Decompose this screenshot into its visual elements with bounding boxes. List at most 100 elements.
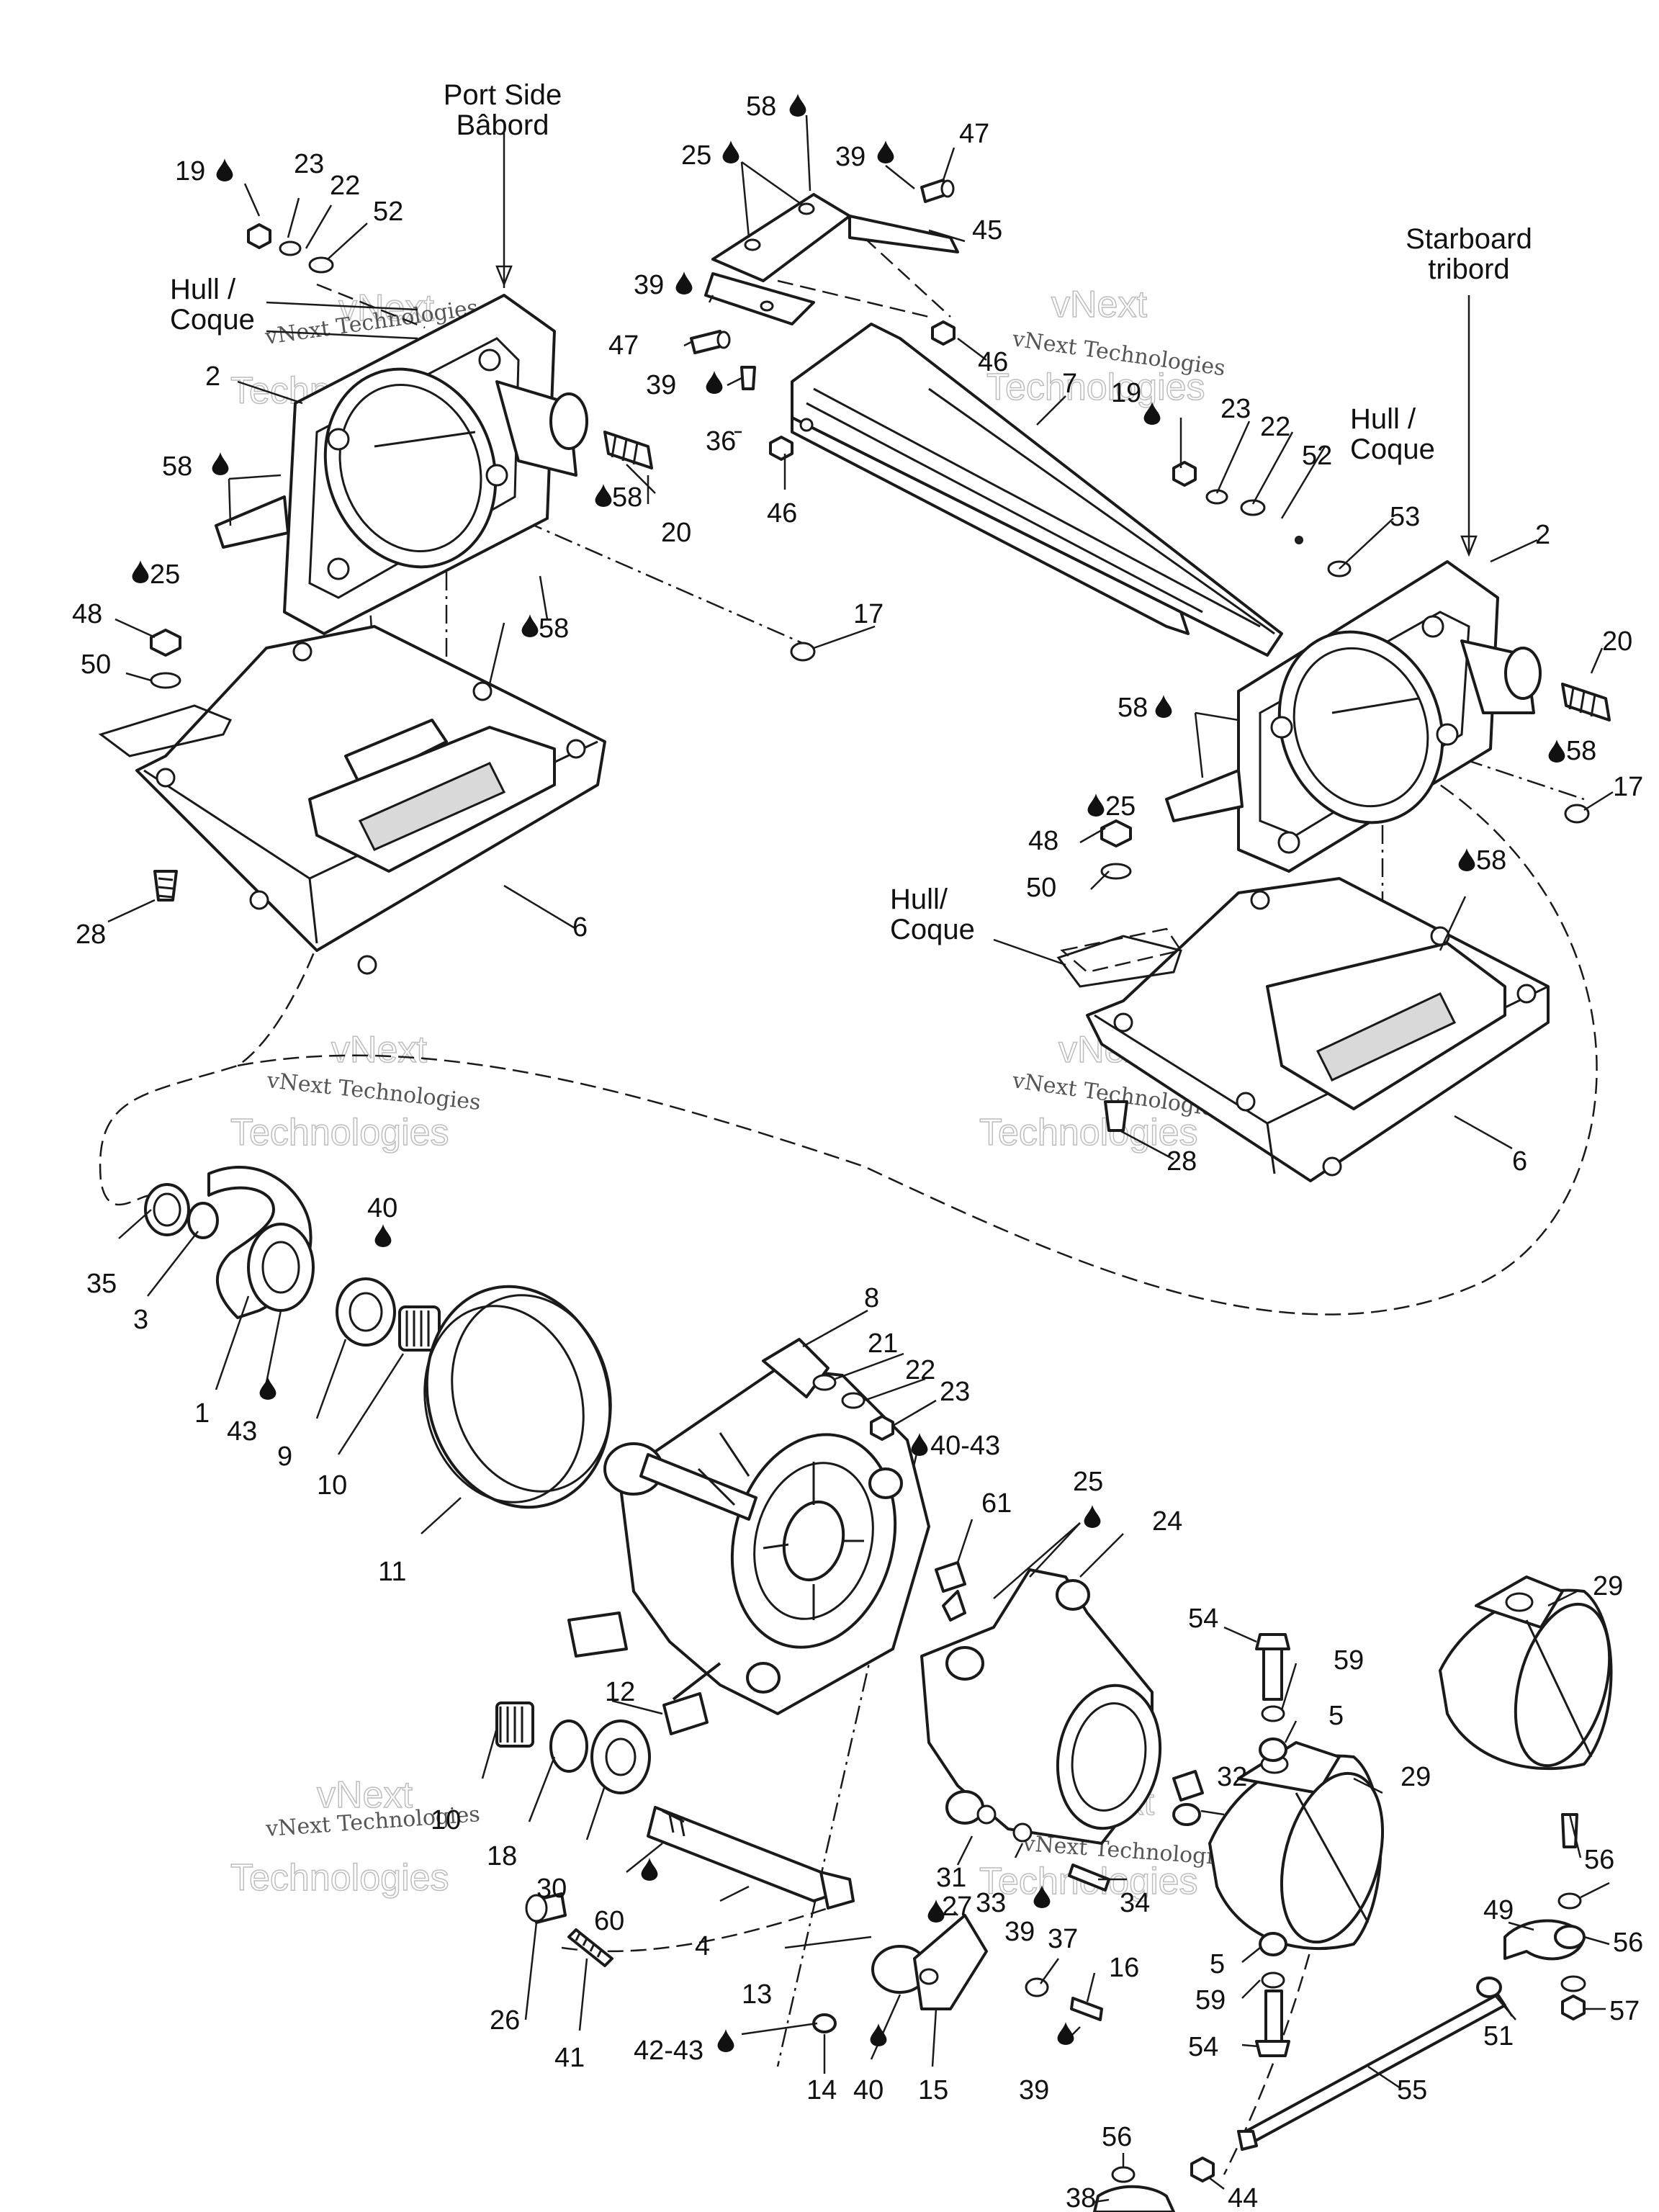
part-label: 22 [330, 171, 360, 201]
port-fasteners [150, 223, 816, 902]
part-label: 40 [853, 2075, 884, 2105]
coque-note: Coque [1350, 433, 1435, 465]
coque-note: Coque [170, 304, 255, 336]
part-label: 49 [1483, 1895, 1514, 1925]
part-label: 48 [72, 599, 102, 629]
part-label: 50 [1026, 873, 1056, 903]
part-label: 58 [1566, 736, 1596, 766]
part-labels: 19 23 22 52 2 58 58 20 25 48 50 58 28 6 … [72, 91, 1643, 2212]
part-label: 29 [1593, 1571, 1623, 1601]
part-label: 47 [959, 119, 989, 149]
part-label: 58 [612, 482, 642, 513]
part-label: 59 [1334, 1645, 1364, 1676]
part-label: 44 [1228, 2183, 1258, 2212]
part-label: 58 [1476, 845, 1506, 876]
part-label: 6 [572, 912, 588, 943]
part-label: 45 [972, 215, 1002, 246]
part-label: 39 [646, 370, 676, 400]
part-label: 23 [940, 1377, 970, 1407]
part-label: 39 [1019, 2075, 1049, 2105]
part-label: 35 [86, 1269, 117, 1299]
part-label: 51 [1483, 2021, 1514, 2051]
part-label: 17 [853, 599, 884, 629]
part-label: 11 [378, 1557, 406, 1587]
part-label: 58 [162, 451, 192, 482]
part-label: 42-43 [634, 2036, 703, 2066]
port-side-note: Port Side [444, 79, 562, 111]
part-label: 25 [150, 559, 180, 590]
part-label: 46 [767, 498, 797, 529]
part-label: 56 [1613, 1928, 1643, 1958]
part-label: 25 [1073, 1467, 1103, 1497]
part-label: 6 [1512, 1146, 1527, 1177]
part-label: 17 [1613, 772, 1643, 802]
venturi-nozzle [920, 1561, 1162, 1892]
part-label: 18 [487, 1841, 517, 1871]
part-label: 16 [1109, 1953, 1139, 1983]
part-label: 58 [539, 613, 569, 644]
watermark-outline: vNext [1051, 284, 1147, 325]
part-label: 43 [227, 1416, 257, 1447]
part-label: 46 [978, 347, 1008, 377]
steering-nozzle-rear [1439, 1575, 1613, 1848]
hull-note: Hull / [1350, 403, 1416, 435]
hull-note: Hull / [170, 274, 236, 305]
part-label: 26 [490, 2005, 520, 2036]
part-label: 53 [1390, 502, 1420, 532]
part-label: 40 [367, 1193, 397, 1223]
part-label: 38 [1066, 2183, 1096, 2212]
part-label: 14 [806, 2075, 837, 2105]
part-label: 58 [1118, 693, 1148, 723]
part-label: 61 [981, 1488, 1012, 1519]
steering-nozzle-front [1172, 1741, 1385, 1951]
watermark-outline: Technologies [979, 1112, 1198, 1154]
part-label: 56 [1584, 1845, 1614, 1875]
part-label: 29 [1401, 1762, 1431, 1792]
part-label: 33 [976, 1888, 1006, 1918]
part-label: 28 [1166, 1146, 1197, 1177]
watermark-outline: Technologies [986, 367, 1205, 408]
babord-note: Bâbord [457, 109, 549, 141]
part-label: 4 [695, 1931, 710, 1961]
part-label: 58 [746, 91, 776, 122]
part-label: 40-43 [930, 1431, 1000, 1461]
part-label: 37 [1048, 1924, 1078, 1954]
starboard-fasteners [1060, 461, 1611, 1132]
part-label: 22 [905, 1355, 935, 1385]
pump-small-parts [495, 1374, 1103, 2033]
starboard-ride-plate-support [1165, 560, 1542, 873]
part-label: 36 [706, 426, 736, 457]
part-label: 60 [594, 1906, 624, 1936]
part-label: 2 [1535, 520, 1550, 550]
part-label: 9 [277, 1442, 292, 1472]
part-label: 25 [681, 140, 711, 171]
part-label: 56 [1102, 2122, 1132, 2152]
part-label: 2 [205, 361, 220, 392]
part-label: 39 [634, 270, 664, 300]
part-label: 59 [1195, 1985, 1226, 2015]
pump-housing [567, 1338, 930, 1715]
starboard-bracket-plate [1056, 877, 1550, 1182]
port-bracket-plate [98, 625, 606, 975]
part-label: 39 [835, 142, 866, 172]
watermark-outline: Technologies [230, 1112, 449, 1154]
part-label: 7 [1062, 369, 1077, 399]
part-label: 52 [1302, 441, 1332, 471]
part-label: 48 [1028, 826, 1058, 856]
part-label: 19 [1111, 378, 1141, 408]
notes: Port Side Bâbord Starboard tribord Hull … [170, 79, 1532, 945]
impeller-group [144, 1165, 441, 1352]
watermark-outline: Technologies [230, 1857, 449, 1899]
part-label: 13 [742, 1979, 772, 2010]
part-label: 25 [1105, 791, 1136, 822]
part-label: 15 [918, 2075, 948, 2105]
watermark-outline: vNext [317, 1774, 413, 1816]
part-label: 21 [868, 1328, 898, 1359]
part-label: 55 [1397, 2075, 1427, 2105]
part-label: 23 [1220, 394, 1251, 424]
part-label: 5 [1328, 1701, 1344, 1731]
part-label: 47 [608, 331, 639, 361]
part-label: 5 [1210, 1949, 1225, 1979]
part-label: 19 [175, 156, 205, 186]
